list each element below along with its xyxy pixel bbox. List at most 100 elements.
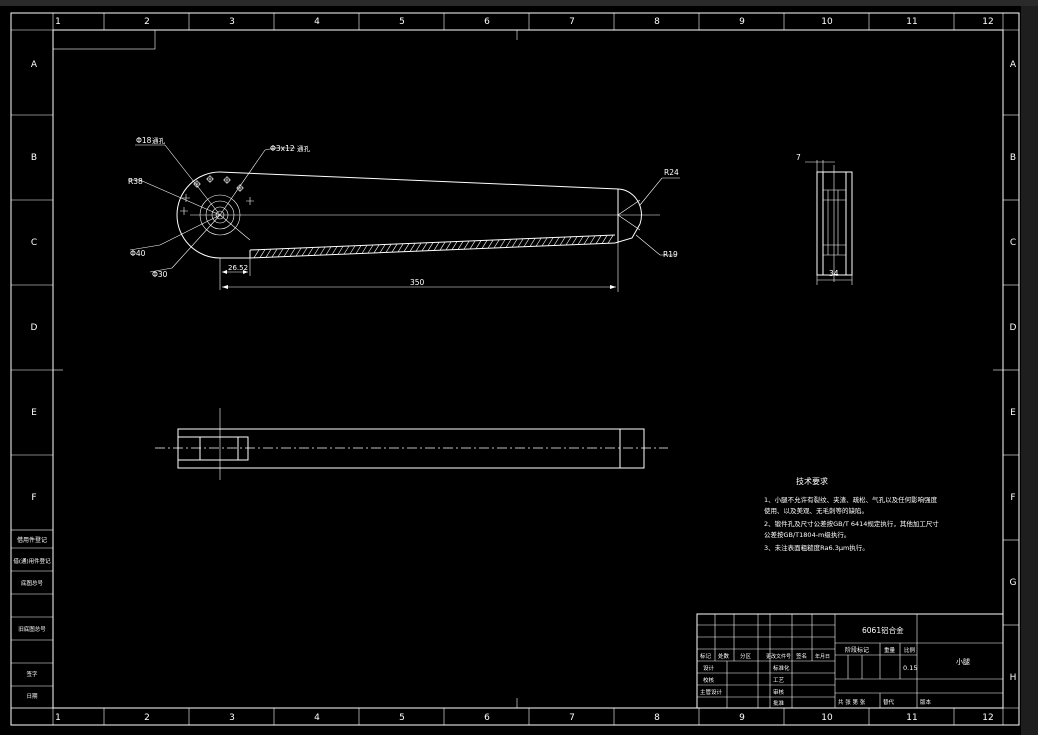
hatch-line bbox=[349, 245, 356, 255]
col-label: 10 bbox=[821, 713, 833, 723]
top-toolbar-strip bbox=[0, 0, 1038, 6]
hatch-line bbox=[481, 240, 488, 249]
tb-weight-label: 重量 bbox=[884, 646, 896, 654]
col-label: 12 bbox=[982, 17, 993, 27]
row-label: C bbox=[1010, 238, 1016, 248]
hatch-line bbox=[277, 248, 284, 258]
bolt-hole-marks bbox=[180, 175, 254, 215]
row-label: E bbox=[31, 408, 37, 418]
col-label: 1 bbox=[55, 713, 61, 723]
hatch-line bbox=[301, 247, 308, 257]
col-label: 7 bbox=[569, 17, 575, 27]
row-label: G bbox=[1010, 578, 1017, 588]
dim-m3: Φ3x12 bbox=[270, 144, 295, 153]
hatch-line bbox=[433, 242, 440, 251]
hatch-line bbox=[541, 237, 548, 247]
right-row-labels: A B C D E F G H bbox=[1010, 60, 1017, 683]
hatch-line bbox=[295, 247, 302, 257]
tb-weight: 0.15 bbox=[903, 664, 917, 672]
side-label: 底图总号 bbox=[21, 579, 44, 587]
vertical-scrollbar[interactable] bbox=[1021, 0, 1038, 735]
dim-m3-note: 通孔 bbox=[297, 144, 311, 153]
tb-row-label: 签名 bbox=[796, 652, 807, 660]
col-label: 11 bbox=[906, 713, 917, 723]
front-view: Φ18 通孔 Φ3x12 通孔 R38 Φ40 Φ30 26.52 350 R2… bbox=[128, 136, 680, 292]
col-label: 11 bbox=[906, 17, 917, 27]
hatch-line bbox=[505, 239, 512, 248]
tb-row-label: 更改文件号 bbox=[766, 653, 791, 660]
hatch-line bbox=[289, 248, 296, 257]
zone-dividers bbox=[11, 13, 1019, 725]
hatch-line bbox=[559, 237, 566, 246]
dim-phi18-note: 通孔 bbox=[152, 136, 166, 145]
hatch-line bbox=[355, 245, 362, 254]
hatch-line bbox=[463, 241, 470, 250]
col-label: 5 bbox=[399, 17, 405, 27]
side-view: 7 34 bbox=[796, 153, 853, 285]
row-label: F bbox=[1010, 493, 1015, 503]
hatch-line bbox=[415, 243, 422, 252]
hatch-line bbox=[607, 235, 614, 244]
hatch-line bbox=[523, 238, 530, 247]
hatch-line bbox=[343, 245, 350, 255]
hatch-line bbox=[307, 247, 314, 256]
hatch-line bbox=[265, 249, 272, 258]
hatch-line bbox=[565, 236, 572, 246]
row-label: A bbox=[1010, 60, 1017, 70]
technical-requirements: 技术要求 1、小腿不允许有裂纹、夹渣、疏松、气孔以及任何影响强度 使用、以及美观… bbox=[764, 476, 939, 552]
row-label: E bbox=[1010, 408, 1016, 418]
hatch-line bbox=[445, 241, 452, 251]
col-label: 12 bbox=[982, 713, 993, 723]
col-label: 3 bbox=[229, 17, 235, 27]
bottom-column-labels: 1 2 3 4 5 6 7 8 9 10 11 12 bbox=[55, 713, 994, 723]
tb-replace: 替代 bbox=[883, 698, 895, 706]
hatching bbox=[253, 235, 614, 258]
hatch-line bbox=[589, 235, 596, 245]
tech-line: 公差按GB/T1804-m级执行。 bbox=[764, 530, 850, 539]
tech-line: 2、锻件孔及尺寸公差按GB/T 6414规定执行，其他加工尺寸 bbox=[764, 519, 939, 528]
hatch-line bbox=[451, 241, 458, 250]
tb-row-label: 标记 bbox=[700, 652, 712, 660]
col-label: 8 bbox=[654, 17, 660, 27]
dim-phi18: Φ18 bbox=[136, 136, 152, 145]
hatch-line bbox=[487, 240, 494, 249]
tb-sheet-info: 共 张 第 张 bbox=[838, 698, 866, 706]
col-label: 7 bbox=[569, 713, 575, 723]
left-row-labels: A B C D E F bbox=[31, 60, 38, 503]
row-label: D bbox=[1010, 323, 1017, 333]
hatch-line bbox=[385, 244, 392, 253]
hatch-line bbox=[361, 245, 368, 254]
tb-row-label: 年月日 bbox=[815, 653, 830, 660]
tb-scale-label: 比例 bbox=[904, 646, 916, 654]
col-label: 6 bbox=[484, 17, 490, 27]
hatch-line bbox=[475, 240, 482, 249]
tech-line: 3、未注表面粗糙度Ra6.3μm执行。 bbox=[764, 543, 869, 552]
dim-26-52: 26.52 bbox=[228, 264, 248, 272]
hatch-line bbox=[271, 248, 278, 258]
dim-r24: R24 bbox=[664, 168, 679, 177]
hatch-line bbox=[253, 249, 260, 258]
dim-34: 34 bbox=[829, 269, 839, 278]
tb-standard: 标准化 bbox=[773, 664, 790, 672]
hatch-line bbox=[409, 243, 416, 252]
row-label: C bbox=[31, 238, 37, 248]
hatch-line bbox=[397, 243, 404, 253]
tb-part-name: 小腿 bbox=[956, 657, 970, 666]
hatch-line bbox=[547, 237, 554, 246]
col-label: 1 bbox=[55, 17, 61, 27]
hatch-line bbox=[373, 244, 380, 254]
hatch-line bbox=[457, 241, 464, 250]
tech-line: 1、小腿不允许有裂纹、夹渣、疏松、气孔以及任何影响强度 bbox=[764, 495, 938, 504]
hatch-line bbox=[583, 236, 590, 245]
dim-350: 350 bbox=[410, 278, 425, 287]
col-label: 6 bbox=[484, 713, 490, 723]
title-block: 6061铝合金 小腿 阶段标记 重量 比例 0.15 共 张 第 张 替代 版本… bbox=[696, 613, 1004, 709]
col-label: 10 bbox=[821, 17, 833, 27]
hatch-line bbox=[403, 243, 410, 252]
hatch-line bbox=[325, 246, 332, 256]
hatch-line bbox=[601, 235, 608, 244]
dim-phi40: Φ40 bbox=[130, 249, 146, 258]
row-label: H bbox=[1010, 673, 1017, 683]
tb-row-label: 分区 bbox=[740, 652, 752, 660]
